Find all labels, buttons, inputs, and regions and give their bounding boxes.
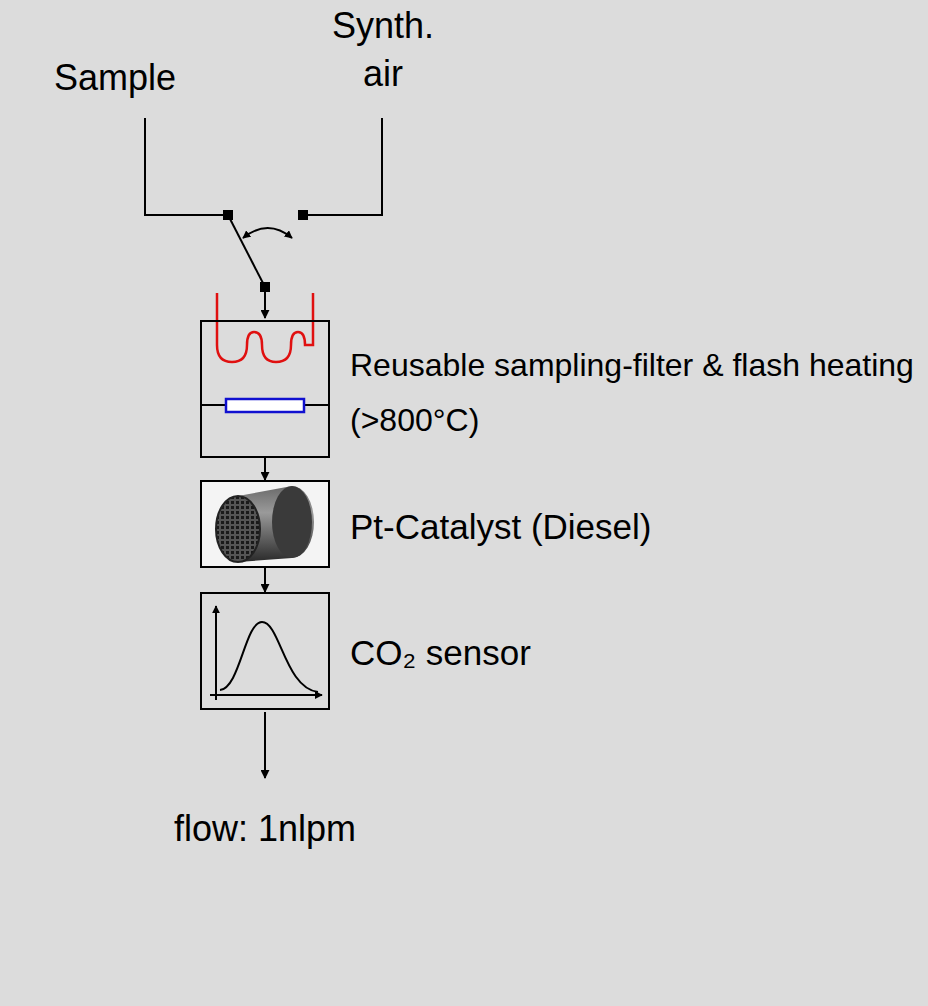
sensor-icon: [210, 606, 322, 700]
sensor-box: CO₂ sensor: [200, 592, 330, 710]
inlet-lines: [145, 118, 382, 778]
filter-box: Reusable sampling-filter & flash heating…: [200, 320, 330, 458]
flow-arrow: [264, 568, 266, 592]
box-label: Reusable sampling-filter & flash heating…: [350, 338, 924, 448]
flow-label: flow: 1nlpm: [170, 804, 360, 854]
inlet-label: Sample: [30, 50, 200, 106]
catalyst-box: Pt-Catalyst (Diesel): [200, 480, 330, 568]
box-label: Pt-Catalyst (Diesel): [350, 499, 910, 554]
box-label: CO₂ sensor: [350, 625, 910, 680]
filter-element: [226, 399, 304, 412]
inlet-label: Synth. air: [313, 2, 453, 98]
catalyst-picture: [202, 482, 328, 566]
heater-coil: [217, 293, 313, 362]
switch-contacts: [223, 210, 308, 292]
flow-arrow: [264, 458, 266, 480]
